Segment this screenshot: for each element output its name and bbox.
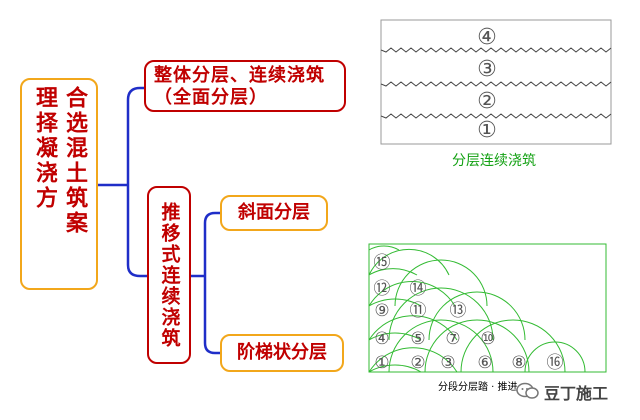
step-arc <box>368 245 400 251</box>
step-cell-label: ⑦ <box>445 329 460 349</box>
step-cell-label: ⑫ <box>374 279 391 299</box>
layer-figure-caption: 分层连续浇筑 <box>452 153 536 169</box>
root-col-2: 理择凝浇方 <box>32 86 57 211</box>
layer-label: ② <box>477 89 497 114</box>
step-cell-label: ⑯ <box>547 353 564 373</box>
wave-line <box>380 113 612 119</box>
connector-leaf1 <box>203 211 220 276</box>
step-arc <box>388 319 494 373</box>
step-cell-label: ⑨ <box>374 301 389 321</box>
layer-label: ④ <box>477 25 497 50</box>
step-arc <box>388 287 494 341</box>
step-cell-label: ⑩ <box>480 329 495 349</box>
step-cell-label: ④ <box>374 329 389 349</box>
step-arc <box>368 347 458 373</box>
layer-figure-labels: ④ ③ ② ① <box>477 25 497 143</box>
step-cell-label: ⑬ <box>450 301 467 321</box>
step-arc <box>428 291 526 341</box>
branch-push-label: 推移式连续浇筑 <box>158 201 181 349</box>
step-arc <box>368 268 418 276</box>
step-cell-label: ⑤ <box>410 329 425 349</box>
connector-leaf2 <box>203 276 220 355</box>
step-arc <box>368 248 450 276</box>
leaf-slope-node: 斜面分层 <box>220 195 328 231</box>
wave-line <box>380 81 612 87</box>
step-cell-label: ⑭ <box>410 279 427 299</box>
step-arc <box>368 364 422 373</box>
step-figure-caption: 分段分层踏 · 推进 <box>438 382 518 393</box>
step-cell-label: ⑥ <box>477 353 492 373</box>
step-arc <box>424 319 530 373</box>
root-node: 合选混土筑案 理择凝浇方 <box>20 78 98 290</box>
layer-label: ③ <box>477 57 497 82</box>
step-cell-label: ① <box>374 353 389 373</box>
step-cell-label: ② <box>410 353 425 373</box>
branch-full-layer-node: 整体分层、连续浇筑（全面分层） <box>144 60 346 112</box>
step-arc <box>368 281 456 307</box>
leaf-step-node: 阶梯状分层 <box>220 334 344 372</box>
step-arc <box>394 259 488 307</box>
root-col-1: 合选混土筑案 <box>62 86 87 236</box>
step-arc <box>460 319 566 373</box>
step-figure-arcs <box>368 245 586 373</box>
branch-push-node: 推移式连续浇筑 <box>147 186 191 364</box>
step-cell-label: ⑧ <box>511 353 526 373</box>
step-arc <box>524 341 586 373</box>
step-cell-label: ⑪ <box>410 301 427 321</box>
step-figure-frame <box>368 243 607 373</box>
wechat-icon <box>516 382 539 399</box>
step-arc <box>368 315 458 341</box>
step-cell-label: ③ <box>440 353 455 373</box>
step-arc <box>368 332 422 341</box>
layer-label: ① <box>477 118 497 143</box>
connector-branch1 <box>126 86 144 185</box>
wave-line <box>380 47 612 53</box>
step-cell-label: ⑮ <box>374 253 391 273</box>
watermark-text: 豆丁施工 <box>544 384 609 403</box>
layer-figure-waves <box>380 47 612 119</box>
connector-branch2 <box>126 185 147 278</box>
